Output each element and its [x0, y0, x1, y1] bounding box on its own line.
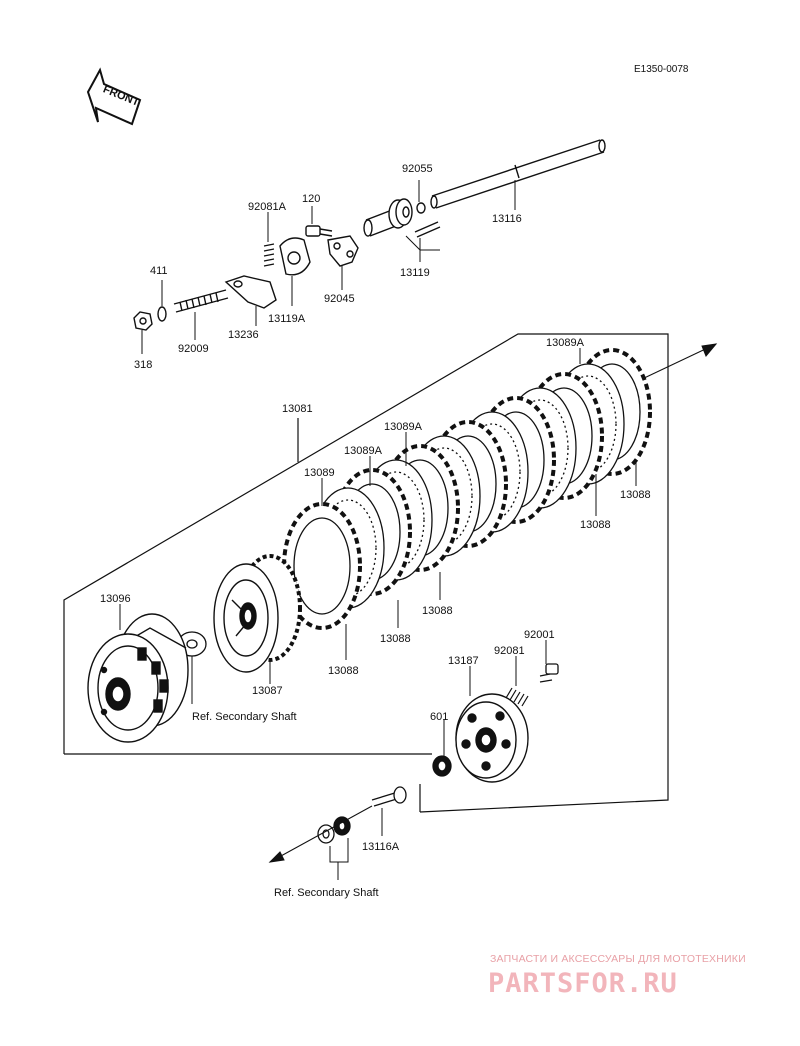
label-13119: 13119: [400, 267, 430, 279]
release-mechanism: [133, 139, 606, 331]
label-13089: 13089: [304, 467, 335, 479]
bolt-92001: [539, 663, 559, 683]
lever-13119A: [279, 237, 311, 276]
watermark-logo: PARTSFOR.RU: [488, 968, 678, 999]
label-13116: 13116: [492, 213, 522, 225]
label-13088-c: 13088: [422, 605, 453, 617]
ref-secondary-shaft-2: Ref. Secondary Shaft: [274, 887, 379, 899]
label-13119A: 13119A: [268, 313, 306, 325]
screw-92009: [173, 289, 229, 313]
spring-92081: [505, 687, 529, 707]
leader-ref-shaft-2-bracket: [329, 838, 349, 863]
label-13088-d: 13088: [380, 633, 411, 645]
pushrod-13116: [430, 139, 606, 209]
pressure-plate-13187: [455, 693, 529, 783]
plate-leaders: [321, 348, 637, 660]
label-13087: 13087: [252, 685, 283, 697]
label-13081: 13081: [282, 403, 313, 415]
upper-leaders: [141, 180, 516, 354]
label-13236: 13236: [228, 329, 259, 341]
clutch-housing-13096: [87, 613, 189, 743]
label-13187: 13187: [448, 655, 479, 667]
label-318: 318: [134, 359, 152, 371]
clutch-hub-13087: [213, 554, 302, 673]
label-92081A: 92081A: [248, 201, 287, 213]
label-120: 120: [302, 193, 320, 205]
clutch-plates: [282, 348, 652, 630]
plate-92045: [327, 235, 359, 267]
label-13089A-mid: 13089A: [384, 421, 423, 433]
front-arrow-icon: FRONT: [86, 67, 142, 126]
label-92081: 92081: [494, 645, 525, 657]
nut-318: [133, 311, 153, 331]
label-13096: 13096: [100, 593, 131, 605]
label-13089A-low: 13089A: [344, 445, 383, 457]
bearing-601: [432, 755, 452, 777]
spring-92081A: [263, 243, 275, 267]
label-13088-b: 13088: [580, 519, 611, 531]
label-92045: 92045: [324, 293, 355, 305]
label-13089A-top: 13089A: [546, 337, 585, 349]
bracket-13236: [224, 275, 277, 309]
center-axis: [639, 343, 718, 381]
pushrod-13116A: [371, 786, 407, 807]
label-92009: 92009: [178, 343, 209, 355]
label-13088-e: 13088: [328, 665, 359, 677]
friction-plate: [282, 502, 362, 630]
diagram-code: E1350-0078: [634, 64, 689, 75]
label-601: 601: [430, 711, 448, 723]
label-92055: 92055: [402, 163, 433, 175]
ref-secondary-shaft-1: Ref. Secondary Shaft: [192, 711, 297, 723]
release-shaft-13119: [363, 198, 441, 238]
washer-411: [157, 306, 167, 322]
label-411: 411: [150, 265, 168, 277]
bolt-120: [305, 225, 333, 237]
watermark-tagline: ЗАПЧАСТИ И АКСЕССУАРЫ ДЛЯ МОТОТЕХНИКИ: [490, 953, 746, 965]
label-13116A: 13116A: [362, 841, 400, 853]
assembly-frame: [63, 333, 669, 813]
label-13088-a: 13088: [620, 489, 651, 501]
lower-axis: [268, 805, 373, 863]
label-92001: 92001: [524, 629, 555, 641]
